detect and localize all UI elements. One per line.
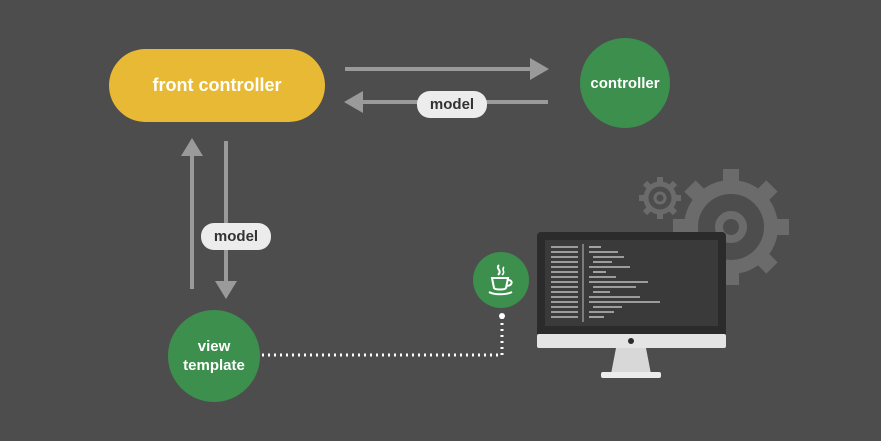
- monitor-with-code-icon: [537, 232, 726, 378]
- view-template-label-line1: view: [197, 338, 231, 355]
- gears-icon: [639, 169, 789, 285]
- arrow-up-to-front-controller: [181, 138, 203, 289]
- front-controller-label: front controller: [152, 75, 282, 95]
- arrow-to-controller: [345, 58, 549, 80]
- view-template-node: view template: [168, 310, 260, 402]
- java-coffee-cup-icon: [488, 264, 513, 296]
- model-label-left: model: [201, 223, 271, 250]
- dotted-connector: [262, 313, 505, 357]
- front-controller-node: front controller: [109, 49, 325, 122]
- model-label-top: model: [417, 91, 487, 118]
- controller-node: controller: [580, 38, 670, 128]
- arrow-down-to-view: [215, 141, 237, 299]
- java-node: [473, 252, 529, 308]
- view-template-label-line2: template: [183, 357, 245, 374]
- controller-label: controller: [590, 74, 660, 92]
